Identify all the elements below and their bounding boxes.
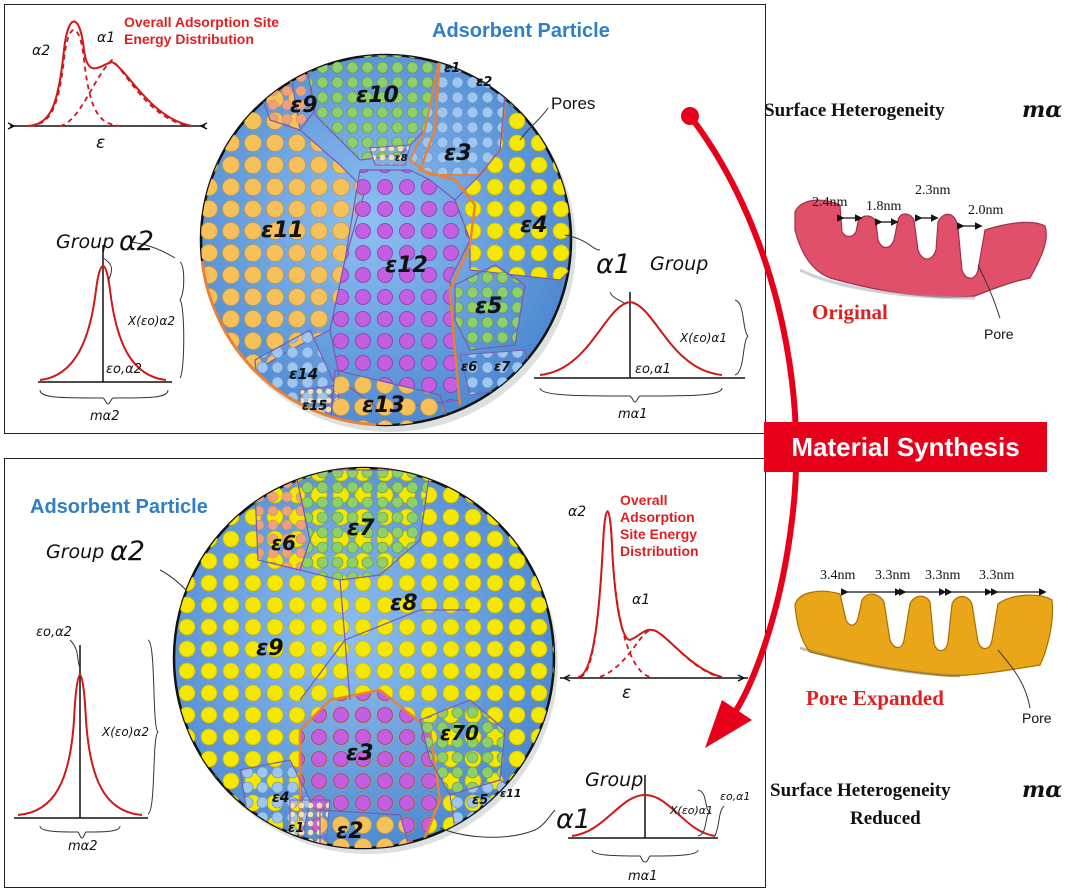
bottom-region-e1: ε1 xyxy=(288,821,304,836)
top-group-a2-symbol: α2 xyxy=(119,226,154,257)
bottom-region-e5: ε5 xyxy=(472,793,488,808)
m-alpha-top: mα xyxy=(1022,97,1063,123)
top-region-e9: ε9 xyxy=(290,93,318,118)
top-group-a1-curve xyxy=(534,234,749,403)
bottom-group-a2-curve xyxy=(14,569,187,839)
bottom-region-e8: ε8 xyxy=(390,591,418,616)
orig-width-2: 1.8nm xyxy=(866,199,902,214)
top-eo-a2: εo,α2 xyxy=(106,362,142,377)
top-x-a2: X(εo)α2 xyxy=(127,314,175,328)
bottom-eo-a1: εo,α1 xyxy=(720,790,750,803)
bottom-group-a2-word: Group xyxy=(46,541,104,563)
top-dist-epsilon: ε xyxy=(96,133,105,153)
top-region-e7: ε7 xyxy=(494,360,511,375)
surface-het-bottom: Surface Heterogeneity xyxy=(770,780,951,801)
top-region-e15: ε15 xyxy=(302,399,327,414)
top-m-a1: mα1 xyxy=(618,407,648,422)
bottom-group-a1-word: Group xyxy=(585,769,643,791)
top-group-a2-curve xyxy=(38,241,185,405)
top-region-e3: ε3 xyxy=(444,141,472,166)
exp-width-4: 3.3nm xyxy=(979,568,1015,583)
orig-width-1: 2.4nm xyxy=(812,195,848,210)
bottom-eo-a2: εo,α2 xyxy=(36,625,72,640)
top-region-e6: ε6 xyxy=(461,360,477,375)
top-region-e14: ε14 xyxy=(289,365,318,383)
expanded-material xyxy=(794,590,1054,678)
pores-label: Pores xyxy=(551,94,596,113)
bottom-region-e2: ε2 xyxy=(336,819,364,844)
top-dist-alpha2: α2 xyxy=(32,43,50,59)
surface-het-top: Surface Heterogeneity xyxy=(764,100,945,121)
bottom-region-e6: ε6 xyxy=(271,531,296,555)
top-group-a2-word: Group xyxy=(56,231,114,253)
bottom-m-a1: mα1 xyxy=(628,869,658,884)
bottom-group-a2-symbol: α2 xyxy=(110,536,145,567)
pore-label-bottom: Pore xyxy=(1022,710,1052,726)
top-region-e5: ε5 xyxy=(475,294,503,319)
top-region-e13: ε13 xyxy=(362,393,405,418)
original-material xyxy=(794,199,1047,300)
top-dist-alpha1: α1 xyxy=(97,30,115,46)
top-region-e11: ε11 xyxy=(261,218,304,243)
bottom-region-e4: ε4 xyxy=(272,790,290,806)
bottom-overall-distribution xyxy=(560,510,748,682)
bottom-region-e9: ε9 xyxy=(256,636,284,661)
top-region-e8: ε8 xyxy=(395,153,408,164)
top-particle xyxy=(199,53,576,432)
top-region-e12: ε12 xyxy=(385,253,428,278)
bottom-dist-alpha2: α2 xyxy=(568,504,586,520)
bottom-dist-alpha1: α1 xyxy=(632,592,650,608)
top-group-a1-word: Group xyxy=(650,253,708,275)
original-label: Original xyxy=(812,300,888,324)
top-x-a1: X(εo)α1 xyxy=(679,331,727,345)
top-region-e10: ε10 xyxy=(356,83,399,108)
pores-pointer xyxy=(519,107,549,141)
top-region-e1: ε1 xyxy=(444,61,460,76)
bottom-x-a1: X(εo)α1 xyxy=(669,804,713,817)
synthesis-arrow xyxy=(681,107,800,748)
bottom-dist-epsilon: ε xyxy=(622,683,631,703)
orig-width-3: 2.3nm xyxy=(915,183,951,198)
exp-width-1: 3.4nm xyxy=(820,568,856,583)
top-region-e2: ε2 xyxy=(476,75,492,90)
bottom-region-e11: ε11 xyxy=(500,787,521,800)
top-region-e4: ε4 xyxy=(520,213,548,238)
material-synthesis-banner: Material Synthesis xyxy=(764,422,1047,472)
bottom-title: Adsorbent Particle xyxy=(30,496,208,518)
pore-label-top: Pore xyxy=(984,326,1014,342)
top-group-a1-symbol: α1 xyxy=(596,249,631,280)
top-m-a2: mα2 xyxy=(90,409,120,424)
top-title: Adsorbent Particle xyxy=(432,20,610,42)
bottom-group-a1-curve xyxy=(439,775,725,863)
bottom-group-a1-symbol: α1 xyxy=(556,804,591,835)
top-eo-a1: εo,α1 xyxy=(635,362,671,377)
exp-width-2: 3.3nm xyxy=(875,568,911,583)
bottom-region-e70: ε70 xyxy=(440,721,479,745)
bottom-region-e7: ε7 xyxy=(347,516,375,541)
bottom-x-a2: X(εo)α2 xyxy=(101,725,149,739)
orig-width-4: 2.0nm xyxy=(968,203,1004,218)
top-dist-title: Overall Adsorption Site Energy Distribut… xyxy=(124,14,280,47)
pore-expanded-label: Pore Expanded xyxy=(806,686,944,710)
m-alpha-bottom: mα xyxy=(1022,777,1063,803)
bottom-m-a2: mα2 xyxy=(68,839,98,854)
reduced-label: Reduced xyxy=(850,808,921,829)
exp-width-3: 3.3nm xyxy=(925,568,961,583)
top-overall-distribution xyxy=(7,20,208,130)
bottom-dist-title: Overall Adsorption Site Energy Distribut… xyxy=(620,492,699,559)
bottom-region-e3: ε3 xyxy=(346,741,374,766)
